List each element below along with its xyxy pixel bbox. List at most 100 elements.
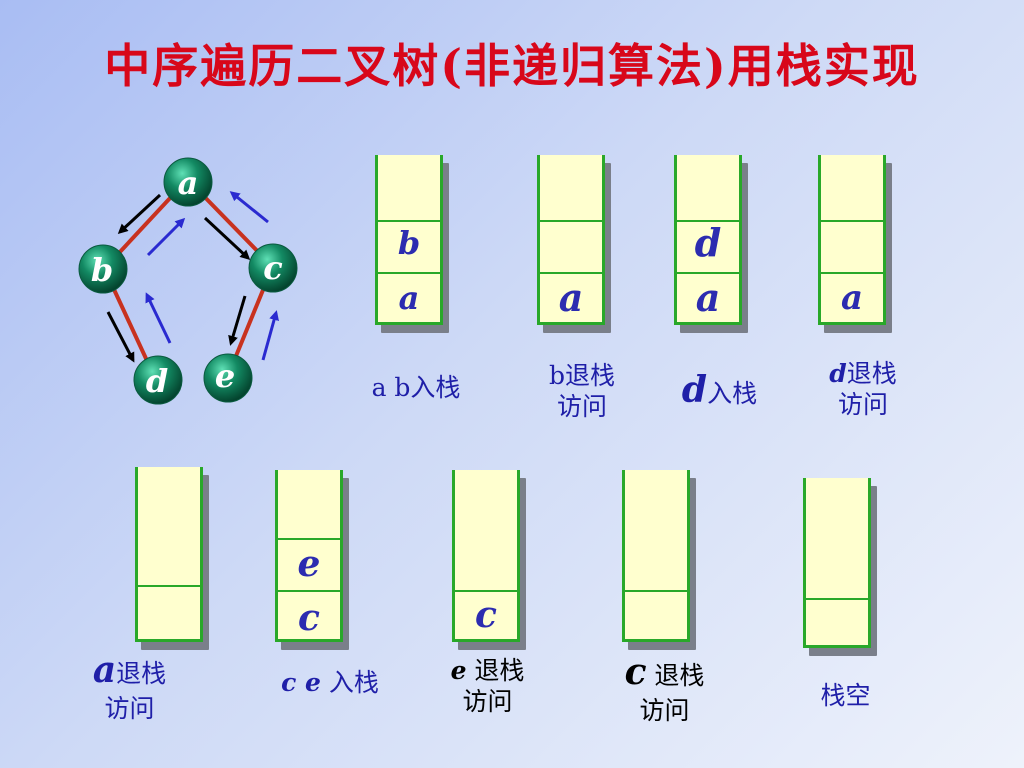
stack-container (275, 470, 343, 642)
stack-4: a (818, 155, 892, 333)
tree-node-a: a (163, 157, 213, 207)
stack-slot-bottom: c (298, 597, 320, 640)
stack-container (452, 470, 520, 642)
arrow-b-to-d (106, 311, 135, 363)
stack-slot-bottom: a (695, 275, 721, 321)
stack-slot-divider (452, 590, 520, 592)
tree-edges (103, 180, 274, 379)
stack-caption-1: a b入栈 (360, 372, 472, 403)
caption-text: 退栈 (846, 359, 897, 388)
caption-line: 访问 (537, 391, 627, 422)
caption-text: 退栈 (646, 661, 705, 690)
stack-slot-bottom: a (558, 275, 584, 321)
arrow-e-to-c (261, 310, 279, 361)
tree-node-label-e: e (215, 357, 235, 395)
stack-container (135, 467, 203, 642)
stack-container (803, 478, 871, 648)
stack-slot-bottom: a (840, 278, 864, 319)
stack-container (674, 155, 742, 325)
tree-node-label-d: d (146, 362, 168, 400)
caption-text: 栈空 (820, 681, 871, 710)
caption-letter: c (624, 651, 647, 693)
caption-line: a退栈 (82, 648, 177, 693)
caption-letter: a (92, 649, 117, 691)
caption-text: 退栈 (116, 659, 167, 688)
stack-container (375, 155, 443, 325)
caption-line: e 退栈 (440, 655, 535, 686)
caption-line: c 退栈 (612, 650, 717, 695)
stack-2: a (537, 155, 611, 333)
slide-title: 中序遍历二叉树(非递归算法)用栈实现 (104, 39, 920, 93)
caption-text: 访问 (104, 694, 155, 723)
arrow-b-to-a (146, 217, 186, 257)
arrow-a-to-c (203, 216, 251, 261)
stack-slot-divider (135, 585, 203, 587)
caption-text: 访问 (462, 687, 513, 717)
stack-5 (135, 467, 209, 650)
caption-line: b退栈 (537, 360, 627, 391)
stack-slot-divider (375, 220, 443, 222)
caption-line: a b入栈 (360, 372, 472, 403)
stack-9 (803, 478, 877, 656)
caption-line: 访问 (440, 686, 535, 717)
tree-node-label-a: a (178, 164, 199, 202)
stack-caption-3: d入栈 (672, 368, 767, 413)
caption-letter: c e (281, 668, 321, 697)
tree-node-label-c: c (263, 249, 282, 287)
binary-tree-diagram: a b c d e (78, 157, 298, 405)
caption-line: d入栈 (672, 368, 767, 413)
arrow-c-to-a (229, 191, 269, 224)
stack-slot-upper: e (297, 543, 321, 586)
caption-text: 入栈 (410, 373, 461, 402)
tree-node-e: e (203, 353, 253, 403)
stack-slot-divider (537, 220, 605, 222)
stack-container (622, 470, 690, 642)
stack-slot-divider (674, 220, 742, 222)
arrow-c-to-e (228, 295, 247, 346)
stack-caption-9: 栈空 (808, 680, 883, 711)
stack-container (537, 155, 605, 325)
tree-node-d: d (133, 355, 183, 405)
stack-slot-divider (818, 272, 886, 274)
return-arrows (145, 191, 279, 361)
stack-slot-divider (803, 598, 871, 600)
caption-text: a b (371, 373, 411, 402)
caption-line: 访问 (612, 695, 717, 726)
stack-slot-divider (674, 272, 742, 274)
stack-caption-8: c 退栈访问 (612, 650, 717, 726)
tree-node-label-b: b (91, 251, 113, 289)
caption-letter: e (450, 656, 467, 685)
caption-text: 访问 (556, 392, 607, 422)
stack-caption-2: b退栈访问 (537, 360, 627, 423)
stack-slot-divider (375, 272, 443, 274)
stack-slot-divider (537, 272, 605, 274)
stack-slot-upper: d (694, 220, 722, 266)
caption-letter: d (681, 369, 708, 411)
caption-text: 入栈 (707, 379, 758, 408)
stack-slot-bottom: a (398, 279, 420, 318)
stack-caption-4: d退栈访问 (818, 358, 908, 421)
caption-text: b (548, 361, 565, 390)
stack-slot-divider (622, 590, 690, 592)
caption-letter: d (829, 359, 847, 388)
tree-node-c: c (248, 243, 298, 293)
caption-text: 访问 (639, 696, 690, 725)
stack-container (818, 155, 886, 325)
stack-caption-6: c e 入栈 (270, 667, 390, 698)
caption-text: 访问 (837, 390, 888, 420)
arrow-d-to-b (145, 292, 172, 344)
stack-7: c (452, 470, 526, 650)
stack-slot-bottom: c (475, 594, 497, 637)
stack-slot-upper: b (397, 224, 421, 263)
stack-slot-divider (275, 538, 343, 540)
arrow-a-to-b (117, 193, 162, 235)
caption-line: 栈空 (808, 680, 883, 711)
caption-line: 访问 (818, 389, 908, 420)
caption-line: 访问 (82, 693, 177, 724)
stack-caption-5: a退栈访问 (82, 648, 177, 724)
stack-caption-7: e 退栈访问 (440, 655, 535, 718)
stack-slot-divider (275, 590, 343, 592)
